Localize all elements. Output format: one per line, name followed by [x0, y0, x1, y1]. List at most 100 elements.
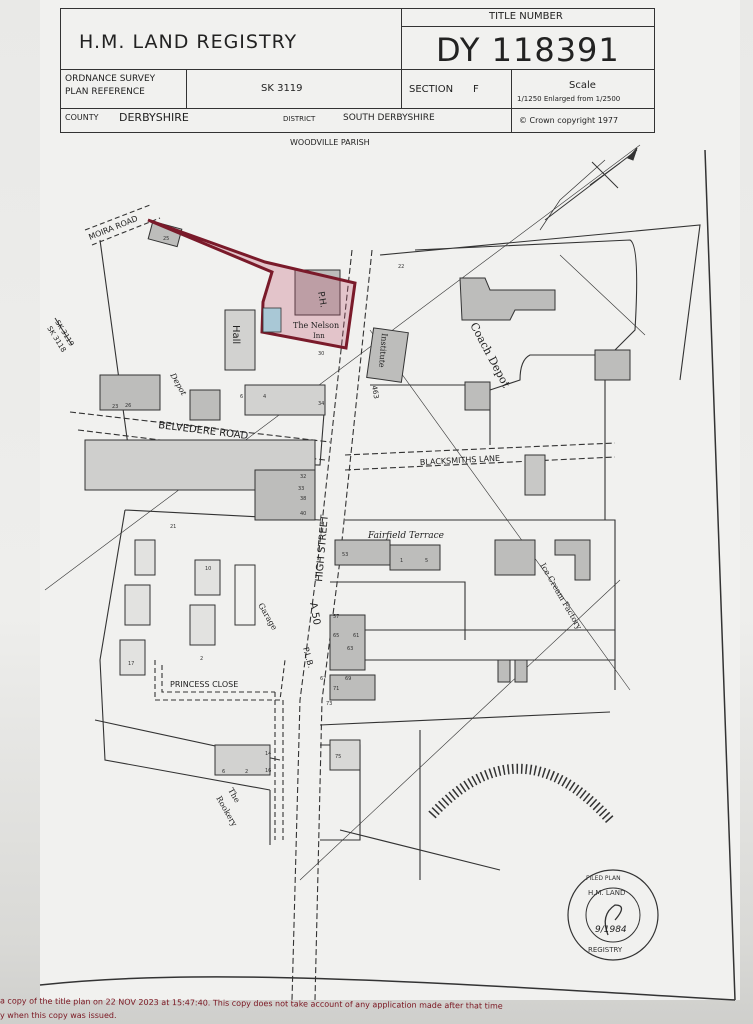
house-number: 71: [333, 686, 339, 692]
registry-name: H.M. LAND REGISTRY: [79, 31, 298, 53]
building-coach-depot: [459, 277, 556, 321]
label-the-rookery-1: The: [226, 787, 242, 805]
divider: [61, 69, 654, 70]
district-value: SOUTH DERBYSHIRE: [343, 113, 435, 123]
plan-border: [39, 149, 736, 1001]
label-463: 463: [370, 385, 380, 400]
label-belvedere-road: BELVEDERE ROAD: [158, 420, 249, 442]
building: [194, 559, 221, 596]
building-rookery: [214, 744, 271, 776]
building: [254, 469, 316, 521]
building: [329, 614, 366, 671]
boundary: [319, 711, 611, 880]
title-plan-header: H.M. LAND REGISTRY TITLE NUMBER DY 11839…: [60, 8, 655, 133]
building: [119, 639, 146, 676]
building: [244, 384, 326, 416]
registered-title-parcel: [147, 218, 357, 350]
house-number: 16: [265, 768, 271, 774]
copyright: © Crown copyright 1977: [519, 116, 619, 125]
house-number: 67: [320, 676, 326, 682]
house-number: 32: [300, 474, 306, 480]
house-number: 30: [318, 351, 324, 357]
building: [524, 454, 546, 496]
title-number: DY 118391: [436, 31, 620, 69]
blue-tinted-area: [262, 307, 282, 333]
building-terrace: [99, 374, 161, 411]
label-fairfield-terrace: Fairfield Terrace: [367, 531, 444, 541]
label-nelson-inn-2: Inn: [313, 332, 325, 340]
grid-line: [44, 144, 641, 591]
house-number: 53: [342, 552, 348, 558]
label-a50: A 50: [307, 602, 322, 626]
house-number: 38: [300, 496, 306, 502]
house-number: 23: [112, 404, 118, 410]
house-number: 63: [347, 646, 353, 652]
building-garage: [234, 564, 256, 626]
stamp-ring-bottom: REGISTRY: [588, 946, 623, 954]
grid-line: [559, 254, 646, 336]
stamp-filed-plan: FILED PLAN: [586, 875, 621, 882]
label-princess-close: PRINCESS CLOSE: [170, 680, 238, 689]
scale-label: Scale: [569, 80, 596, 91]
os-plan-label-2: PLAN REFERENCE: [65, 87, 145, 97]
label-nelson-inn: The Nelson: [293, 321, 339, 330]
building: [334, 539, 391, 566]
document-sheet: [40, 0, 740, 1000]
county-label: COUNTY: [65, 113, 99, 122]
label-institute: Institute: [377, 333, 389, 368]
house-number: 6: [222, 769, 225, 775]
building-fairfield-terrace: [389, 544, 441, 571]
house-number: 26: [125, 403, 131, 409]
stamp-date: 9/1984: [595, 925, 627, 935]
divider: [186, 69, 187, 108]
house-number: 6: [240, 394, 243, 400]
house-number: 2: [245, 769, 248, 775]
section-value: F: [473, 84, 479, 95]
label-hall: Hall: [230, 325, 241, 344]
house-number: 5: [425, 558, 428, 564]
filed-plan-stamp: FILED PLAN H.M. LAND REGISTRY 9/1984: [567, 869, 659, 961]
house-number: 17: [128, 661, 134, 667]
house-number: 73: [326, 701, 332, 707]
grid-line: [539, 159, 606, 231]
divider: [401, 69, 402, 108]
north-arrow-icon: [544, 147, 638, 221]
house-number: 33: [298, 486, 304, 492]
footer-line-2: y when this copy was issued.: [0, 1011, 117, 1020]
house-number: 22: [398, 264, 404, 270]
label-garage: Garage: [256, 602, 279, 632]
label-plb: P.L.B.: [301, 646, 315, 669]
section-label: SECTION: [409, 84, 454, 95]
building-hall: [224, 309, 256, 371]
building: [464, 381, 491, 411]
house-number: 75: [335, 754, 341, 760]
building: [594, 349, 631, 381]
coach-depot-boundary: [379, 224, 701, 391]
building: [189, 389, 221, 421]
house-number: 1: [400, 558, 403, 564]
building: [554, 539, 591, 581]
house-number: 2: [200, 656, 203, 662]
os-plan-ref: SK 3119: [261, 83, 303, 94]
moira-road: [84, 204, 161, 246]
rookery-lane: [274, 692, 284, 840]
building: [514, 659, 528, 683]
house-number: 61: [353, 633, 359, 639]
blacksmiths-lane: [344, 442, 616, 471]
divider: [401, 26, 654, 27]
county-value: DERBYSHIRE: [119, 111, 189, 124]
label-coach-depot: Coach Depot: [467, 320, 512, 390]
label-blacksmiths-lane: BLACKSMITHS LANE: [420, 454, 501, 467]
house-number: 4: [263, 394, 266, 400]
boundary: [330, 519, 616, 690]
label-ph: P.H.: [315, 291, 328, 309]
house-number: 10: [205, 566, 211, 572]
divider: [511, 69, 512, 132]
house-number: 14: [265, 751, 271, 757]
house-number: 40: [300, 511, 306, 517]
building: [134, 539, 156, 576]
embankment-hachures: [428, 763, 614, 824]
building: [189, 604, 216, 646]
